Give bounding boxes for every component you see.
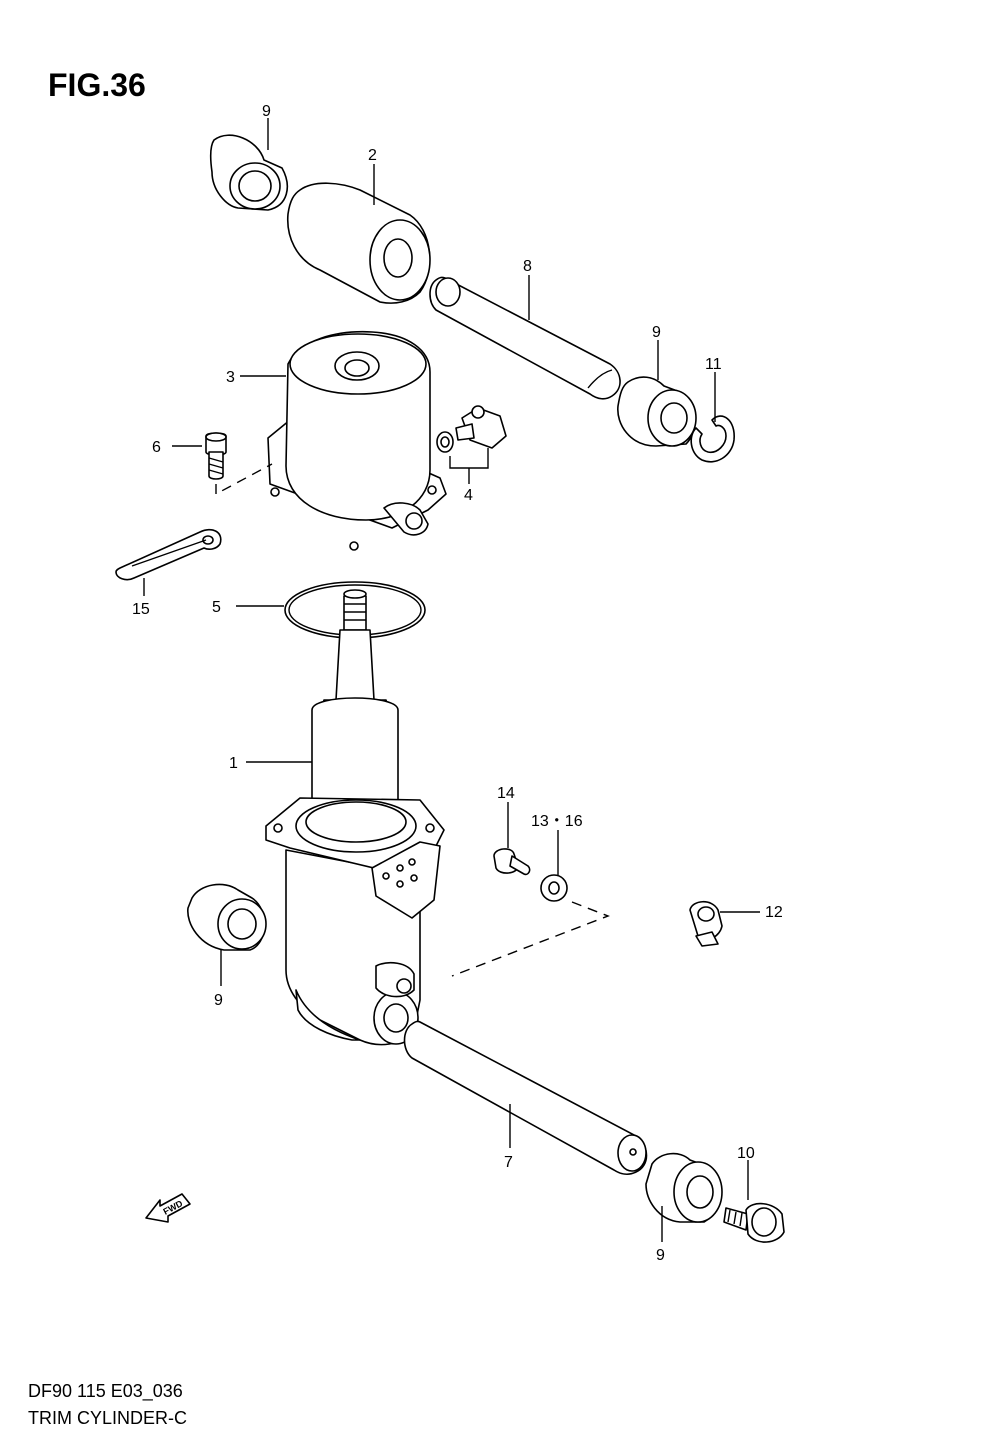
part-6-bolt [205, 432, 227, 480]
callout-14: 14 [497, 785, 515, 802]
footer-code: DF90 115 E03_036 [28, 1381, 183, 1402]
part-8-upper-pin [429, 276, 621, 400]
part-4-fitting [436, 405, 507, 453]
footer-name: TRIM CYLINDER-C [28, 1408, 187, 1428]
callout-6: 6 [152, 439, 161, 456]
part-12-clamp [689, 900, 723, 947]
figure-title: FIG.36 [48, 67, 146, 103]
fwd-arrow-icon: FWD [145, 1193, 191, 1223]
callout-7: 7 [504, 1154, 513, 1171]
part-11-circlip [690, 415, 735, 463]
callout-10: 10 [737, 1145, 755, 1162]
part-9-bushing-left-lower [187, 883, 267, 951]
part-9-bushing-bottom-right [645, 1152, 723, 1223]
part-15-strap [115, 528, 222, 581]
part-10-flange-bolt [723, 1202, 785, 1243]
callout-9-bottom-right: 9 [656, 1247, 665, 1264]
part-9-bushing-top-left [209, 134, 289, 211]
callout-5: 5 [212, 599, 221, 616]
part-3-cylinder-head [267, 330, 447, 551]
callout-8: 8 [523, 258, 532, 275]
part-13-16-washer [540, 874, 568, 902]
callout-12: 12 [765, 904, 783, 921]
part-2-cylinder-cover [286, 182, 431, 304]
callout-15: 15 [132, 601, 150, 618]
callout-9-left-lower: 9 [214, 992, 223, 1009]
callout-9-right: 9 [652, 324, 661, 341]
part-9-bushing-right [617, 376, 697, 447]
callout-4: 4 [464, 487, 473, 504]
callout-1: 1 [229, 755, 238, 772]
callout-9-top-left: 9 [262, 103, 271, 120]
callout-13-16: 13・16 [531, 813, 583, 830]
part-7-lower-pin [403, 1020, 648, 1175]
part-14-small-bolt [493, 848, 531, 876]
callout-2: 2 [368, 147, 377, 164]
part-1-trim-cylinder [265, 589, 445, 1046]
callout-11: 11 [705, 356, 722, 373]
callout-3: 3 [226, 369, 235, 386]
